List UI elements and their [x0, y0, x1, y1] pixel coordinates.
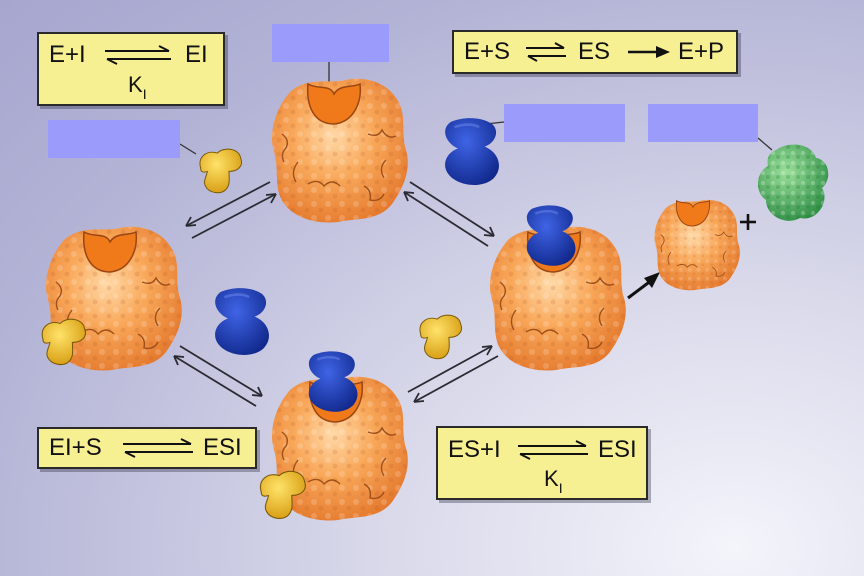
- enzyme-substrate-inhibitor-complex: [259, 350, 409, 522]
- equilibrium-arrow: [123, 438, 193, 458]
- dissociation-constant: KI: [544, 466, 563, 497]
- leader-lines: [179, 62, 773, 155]
- plus-sign: [740, 214, 756, 230]
- arrow-e-to-es: [403, 181, 495, 247]
- equation-substrate-reaction: E+S ES E+P: [452, 30, 738, 74]
- equation-ei-substrate: EI+S ESI: [37, 427, 257, 469]
- substrate-free-middle: [213, 286, 271, 357]
- substrate-free-top: [443, 116, 501, 187]
- label-box-product[interactable]: [648, 104, 758, 142]
- equilibrium-arrow: [105, 45, 171, 65]
- arrow-ei-to-esi: [173, 345, 263, 407]
- equation-inhibitor-binding: E+I EI KI: [37, 32, 225, 106]
- label-box-enzyme[interactable]: [272, 24, 389, 62]
- arrow-e-to-ei: [185, 181, 277, 239]
- equation-left: ES+I: [448, 436, 501, 463]
- equation-left: E+S: [464, 38, 511, 65]
- equation-right: EI: [185, 41, 208, 68]
- equation-right: E+P: [678, 38, 725, 65]
- equation-es-inhibitor: ES+I ESI KI: [436, 426, 648, 500]
- enzyme-released: [654, 199, 741, 291]
- label-box-inhibitor[interactable]: [48, 120, 180, 158]
- arrow-es-to-product: [627, 272, 660, 300]
- equation-right: ESI: [203, 434, 242, 461]
- label-box-substrate[interactable]: [504, 104, 625, 142]
- enzyme-substrate-complex: [489, 204, 627, 372]
- equation-left: EI+S: [49, 434, 102, 461]
- equilibrium-arrow: [518, 440, 588, 460]
- inhibitor-free-right: [419, 314, 463, 360]
- equilibrium-arrow: [526, 42, 566, 62]
- enzyme-inhibitor-complex: [41, 226, 183, 372]
- forward-arrow: [628, 46, 670, 58]
- inhibitor-free-top: [199, 148, 243, 194]
- arrow-es-to-esi: [407, 345, 499, 403]
- product-molecule: [757, 144, 829, 221]
- equation-middle: ES: [578, 38, 611, 65]
- dissociation-constant: KI: [128, 72, 147, 103]
- enzyme-free: [271, 78, 409, 224]
- equation-left: E+I: [49, 41, 86, 68]
- equation-right: ESI: [598, 436, 637, 463]
